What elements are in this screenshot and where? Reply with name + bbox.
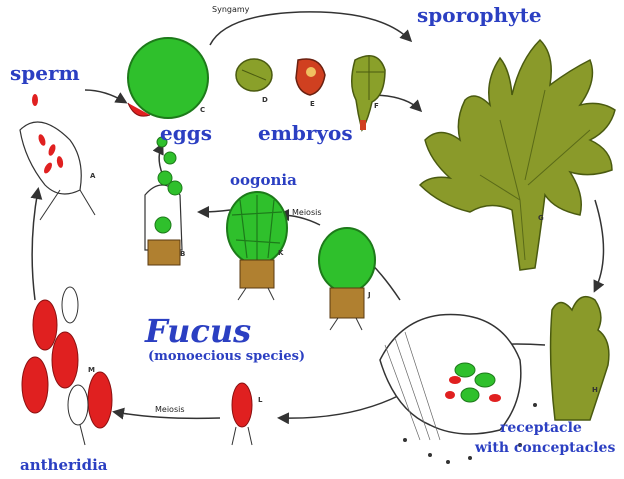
label-meiosis-top: Meiosis <box>292 208 322 217</box>
stage-letter-g: G <box>538 214 544 222</box>
oogonium-k <box>227 192 287 300</box>
stage-letter-a: A <box>90 172 96 180</box>
arrow-antheridia-to-sperm <box>32 190 38 300</box>
antheridium-l <box>232 383 252 445</box>
label-sporophyte: sporophyte <box>417 3 542 27</box>
label-receptacle-line1: receptacle <box>500 420 582 436</box>
stage-letter-c: C <box>200 106 205 114</box>
antheridia-m <box>22 287 112 445</box>
embryo-d <box>236 59 272 91</box>
stage-letter-k: K <box>278 249 284 257</box>
stage-letter-d: D <box>262 96 268 104</box>
label-embryos: embryos <box>258 121 353 145</box>
diagram-title: Fucus <box>144 312 251 350</box>
label-sperm: sperm <box>10 61 80 85</box>
arrow-oogonium-to-eggs <box>200 210 230 212</box>
arrow-sporophyte-to-receptacle <box>595 200 604 290</box>
embryo-e <box>296 59 325 95</box>
label-eggs: eggs <box>160 121 212 145</box>
antheridium-a <box>20 94 95 220</box>
label-syngamy: Syngamy <box>212 5 250 14</box>
stage-letter-l: L <box>258 396 263 404</box>
arrow-syngamy-to-sporophyte <box>210 12 410 45</box>
sporophyte-g <box>420 40 615 270</box>
stage-letter-h: H <box>592 386 598 394</box>
label-meiosis-bottom: Meiosis <box>155 405 185 414</box>
arrow-sperm-to-egg <box>85 90 125 102</box>
stage-letter-b: B <box>180 250 185 258</box>
label-antheridia: antheridia <box>20 456 108 474</box>
egg-c <box>128 38 208 118</box>
diagram-subtitle: (monoecious species) <box>148 349 305 364</box>
stage-letter-f: F <box>374 102 379 110</box>
embryo-f <box>352 55 385 130</box>
receptacle-h <box>551 297 609 420</box>
label-oogonia: oogonia <box>230 171 297 189</box>
arrow-conceptacle-to-antheridium <box>280 395 400 418</box>
label-receptacle-line2: with conceptacles <box>474 440 615 456</box>
stage-letter-e: E <box>310 100 315 108</box>
stage-letter-j: J <box>367 291 371 299</box>
stage-letter-m: M <box>88 366 95 374</box>
oogonium-j <box>319 228 375 330</box>
eggs-b <box>145 137 182 265</box>
